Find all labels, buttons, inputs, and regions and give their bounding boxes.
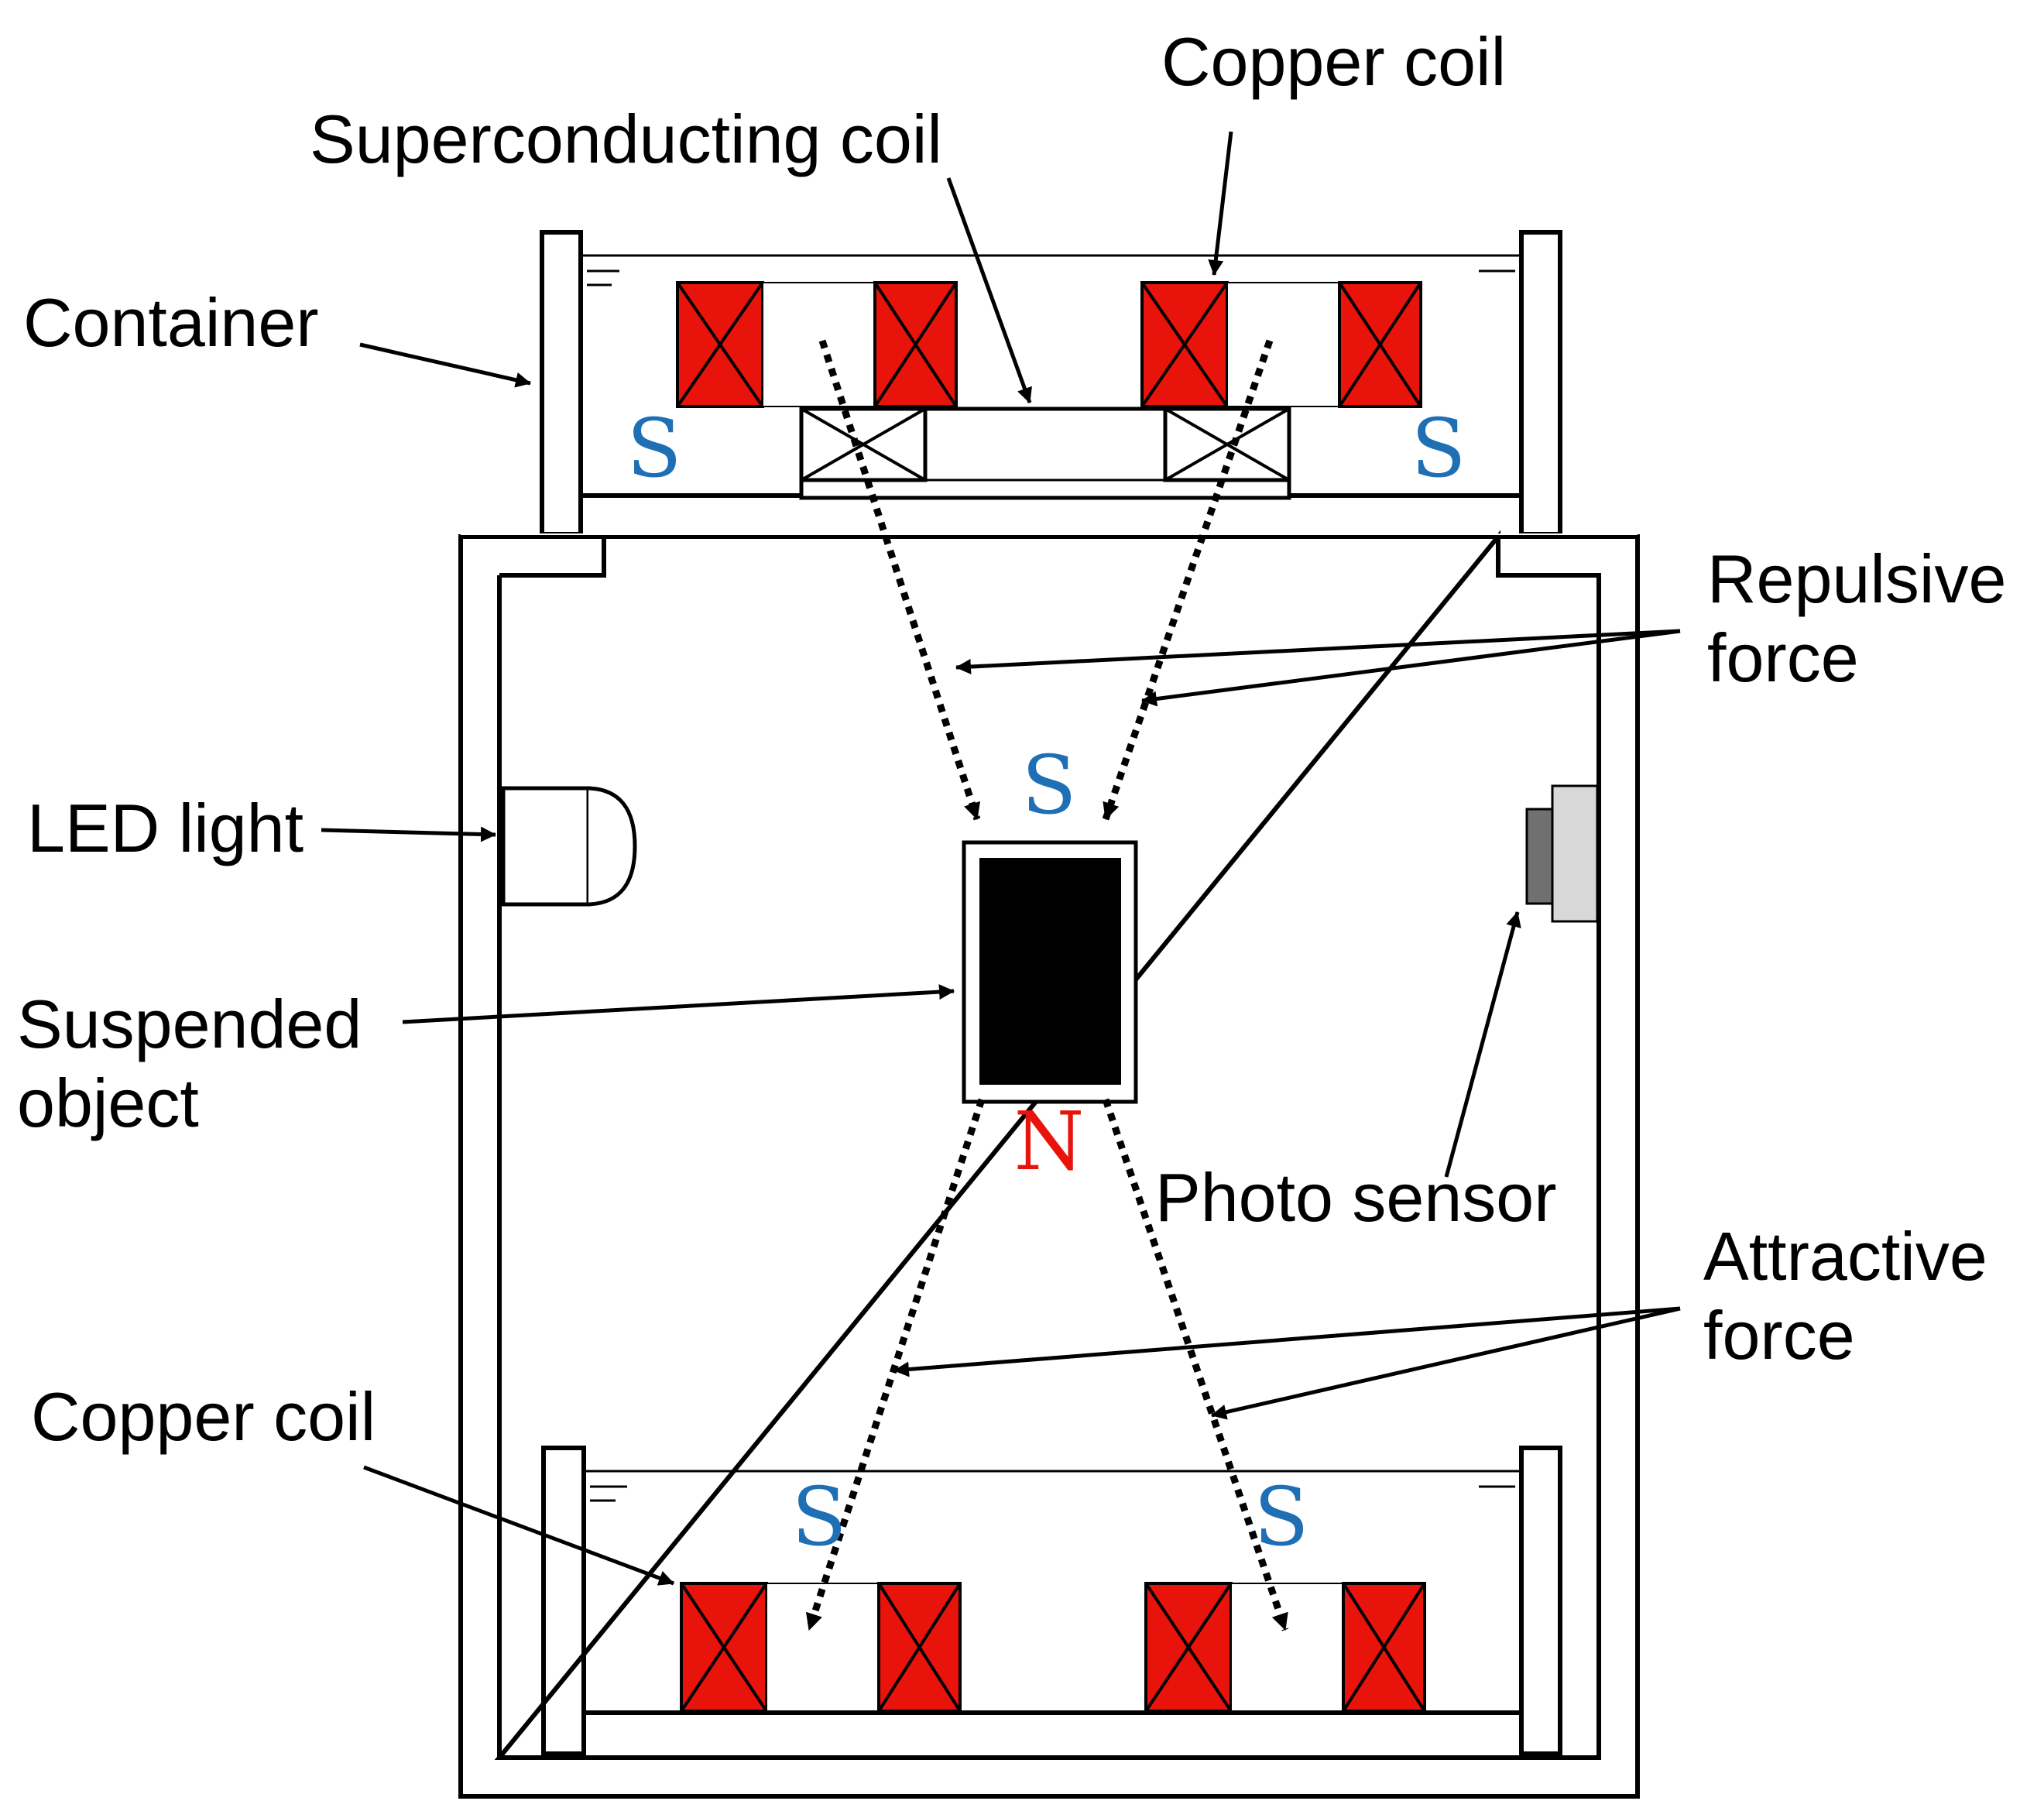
label-copper-coil-top: Copper coil — [1161, 23, 1506, 100]
label-attractive-2: force — [1703, 1297, 1855, 1374]
pointer-arrows — [321, 131, 1681, 1586]
label-led-light: LED light — [27, 790, 304, 866]
copper-coil-top-right — [1140, 281, 1422, 408]
label-superconducting-coil: Superconducting coil — [310, 101, 942, 177]
pole-object-bottom: N — [1014, 1094, 1085, 1189]
label-repulsive-1: Repulsive — [1707, 540, 2006, 617]
chamber — [458, 530, 1640, 1799]
label-container: Container — [23, 284, 319, 361]
field-lines — [805, 339, 1289, 1631]
copper-coil-bottom-left — [680, 1582, 962, 1713]
label-suspended-1: Suspended — [17, 986, 362, 1062]
label-copper-coil-bottom: Copper coil — [31, 1378, 376, 1455]
superconducting-coil — [799, 406, 1291, 500]
photo-sensor — [1525, 784, 1599, 923]
label-attractive-1: Attractive — [1703, 1218, 1987, 1295]
pole-bottom-left: S — [791, 1470, 846, 1564]
pole-top-right: S — [1411, 401, 1466, 496]
pole-object-top: S — [1021, 738, 1076, 832]
copper-coil-bottom-right — [1144, 1582, 1426, 1713]
suspended-object — [962, 840, 1138, 1104]
led-light — [501, 786, 637, 907]
copper-coil-top-left — [676, 281, 958, 408]
pole-top-left: S — [626, 401, 681, 496]
label-photo-sensor: Photo sensor — [1155, 1159, 1557, 1236]
label-repulsive-2: force — [1707, 619, 1859, 696]
label-suspended-2: object — [17, 1065, 199, 1141]
pole-bottom-right: S — [1253, 1470, 1308, 1564]
